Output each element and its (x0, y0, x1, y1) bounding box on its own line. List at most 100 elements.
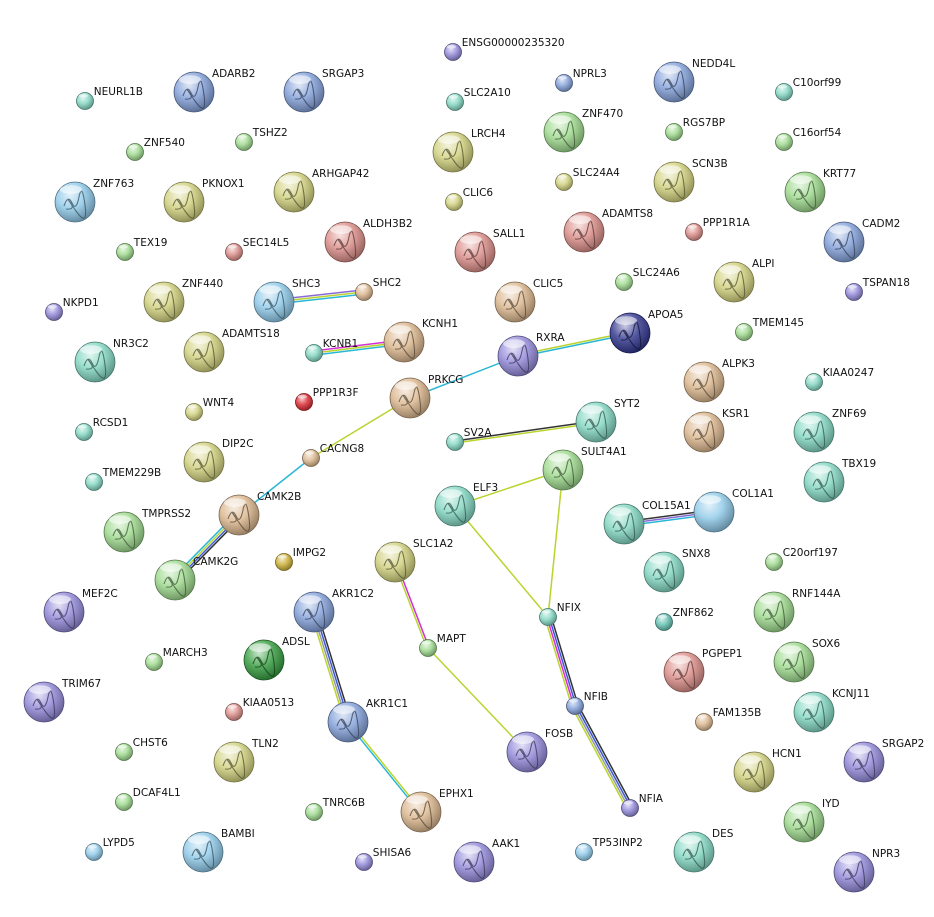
node-ZNF763[interactable]: ZNF763 (54, 178, 134, 223)
node-SCN3B[interactable]: SCN3B (653, 158, 728, 203)
node-SLC1A2[interactable]: SLC1A2 (374, 538, 453, 583)
node-PPP1R1A[interactable]: PPP1R1A (685, 217, 751, 241)
node-CADM2[interactable]: CADM2 (823, 218, 900, 263)
node-ZNF540[interactable]: ZNF540 (126, 137, 185, 161)
node-TBX19[interactable]: TBX19 (803, 458, 876, 503)
node-COL15A1[interactable]: COL15A1 (603, 500, 691, 545)
node-KIAA0513[interactable]: KIAA0513 (225, 697, 295, 721)
node-ADAMTS18[interactable]: ADAMTS18 (183, 328, 280, 373)
node-TMPRSS2[interactable]: TMPRSS2 (103, 508, 191, 553)
node-ALPK3[interactable]: ALPK3 (683, 358, 755, 403)
node-SLC2A10[interactable]: SLC2A10 (446, 87, 511, 111)
node-SNX8[interactable]: SNX8 (643, 548, 710, 593)
node-HCN1[interactable]: HCN1 (733, 748, 802, 793)
node-CACNG8[interactable]: CACNG8 (302, 443, 365, 467)
node-ZNF470[interactable]: ZNF470 (543, 108, 623, 153)
node-ADAMTS8[interactable]: ADAMTS8 (563, 208, 653, 253)
node-IMPG2[interactable]: IMPG2 (275, 547, 327, 571)
node-LYPD5[interactable]: LYPD5 (85, 837, 135, 861)
node-TEX19[interactable]: TEX19 (116, 237, 168, 261)
node-RNF144A[interactable]: RNF144A (753, 588, 841, 633)
node-RGS7BP[interactable]: RGS7BP (665, 117, 726, 141)
node-CAMK2B[interactable]: CAMK2B (218, 491, 301, 536)
node-KSR1[interactable]: KSR1 (683, 408, 750, 453)
node-COL1A1[interactable]: COL1A1 (693, 488, 774, 533)
node-FOSB[interactable]: FOSB (506, 728, 573, 773)
node-SHC3[interactable]: SHC3 (253, 278, 321, 323)
node-SOX6[interactable]: SOX6 (773, 638, 840, 683)
node-ADARB2[interactable]: ADARB2 (173, 68, 255, 113)
node-NFIB[interactable]: NFIB (566, 691, 609, 715)
node-CHST6[interactable]: CHST6 (115, 737, 169, 761)
node-TSPAN18[interactable]: TSPAN18 (845, 277, 910, 301)
node-BAMBI[interactable]: BAMBI (182, 828, 255, 873)
node-MEF2C[interactable]: MEF2C (43, 588, 118, 633)
node-FAM135B[interactable]: FAM135B (695, 707, 762, 731)
node-NFIA[interactable]: NFIA (621, 793, 664, 817)
node-NPR3[interactable]: NPR3 (833, 848, 900, 893)
node-TRIM67[interactable]: TRIM67 (23, 678, 101, 723)
node-ELF3[interactable]: ELF3 (434, 482, 498, 527)
node-TNRC6B[interactable]: TNRC6B (305, 797, 366, 821)
node-IYD[interactable]: IYD (783, 798, 840, 843)
node-SHC2[interactable]: SHC2 (355, 277, 402, 301)
node-TSHZ2[interactable]: TSHZ2 (235, 127, 288, 151)
node-SALL1[interactable]: SALL1 (454, 228, 525, 273)
node-KIAA0247[interactable]: KIAA0247 (805, 367, 875, 391)
node-C16orf54[interactable]: C16orf54 (775, 127, 842, 151)
node-PGPEP1[interactable]: PGPEP1 (663, 648, 742, 693)
node-SULT4A1[interactable]: SULT4A1 (542, 446, 627, 491)
node-TMEM145[interactable]: TMEM145 (735, 317, 805, 341)
node-DES[interactable]: DES (673, 828, 734, 873)
node-NPRL3[interactable]: NPRL3 (555, 68, 607, 92)
node-KCNJ11[interactable]: KCNJ11 (793, 688, 870, 733)
node-ALPI[interactable]: ALPI (713, 258, 774, 303)
node-TP53INP2[interactable]: TP53INP2 (575, 837, 643, 861)
node-MARCH3[interactable]: MARCH3 (145, 647, 208, 671)
node-ADSL[interactable]: ADSL (243, 636, 310, 681)
node-MAPT[interactable]: MAPT (419, 633, 467, 657)
node-PPP1R3F[interactable]: PPP1R3F (295, 387, 359, 411)
node-NR3C2[interactable]: NR3C2 (74, 338, 149, 383)
node-AKR1C2[interactable]: AKR1C2 (293, 588, 374, 633)
node-LRCH4[interactable]: LRCH4 (432, 128, 506, 173)
node-WNT4[interactable]: WNT4 (185, 397, 235, 421)
node-SYT2[interactable]: SYT2 (575, 398, 640, 443)
node-SLC24A4[interactable]: SLC24A4 (555, 167, 621, 191)
node-DCAF4L1[interactable]: DCAF4L1 (115, 787, 181, 811)
node-AKR1C1[interactable]: AKR1C1 (327, 698, 408, 743)
node-DIP2C[interactable]: DIP2C (183, 438, 254, 483)
node-CLIC5[interactable]: CLIC5 (494, 278, 563, 323)
node-CLIC6[interactable]: CLIC6 (445, 187, 494, 211)
node-KCNH1[interactable]: KCNH1 (383, 318, 458, 363)
node-CAMK2G[interactable]: CAMK2G (154, 556, 238, 601)
node-SRGAP3[interactable]: SRGAP3 (283, 68, 364, 113)
node-ENSG00000235320[interactable]: ENSG00000235320 (444, 37, 565, 61)
node-KCNB1[interactable]: KCNB1 (305, 338, 359, 362)
node-C20orf197[interactable]: C20orf197 (765, 547, 838, 571)
node-NKPD1[interactable]: NKPD1 (45, 297, 99, 321)
node-EPHX1[interactable]: EPHX1 (400, 788, 474, 833)
node-ARHGAP42[interactable]: ARHGAP42 (273, 168, 369, 213)
node-AAK1[interactable]: AAK1 (453, 838, 520, 883)
node-ZNF69[interactable]: ZNF69 (793, 408, 866, 453)
node-C10orf99[interactable]: C10orf99 (775, 77, 842, 101)
node-ZNF440[interactable]: ZNF440 (143, 278, 223, 323)
node-SHISA6[interactable]: SHISA6 (355, 847, 412, 871)
node-NEURL1B[interactable]: NEURL1B (76, 86, 144, 110)
node-ALDH3B2[interactable]: ALDH3B2 (324, 218, 413, 263)
node-RXRA[interactable]: RXRA (497, 332, 565, 377)
node-PKNOX1[interactable]: PKNOX1 (163, 178, 245, 223)
node-RCSD1[interactable]: RCSD1 (75, 417, 129, 441)
node-ZNF862[interactable]: ZNF862 (655, 607, 714, 631)
node-PRKCG[interactable]: PRKCG (389, 374, 463, 419)
node-SEC14L5[interactable]: SEC14L5 (225, 237, 290, 261)
node-SV2A[interactable]: SV2A (446, 427, 493, 451)
node-SRGAP2[interactable]: SRGAP2 (843, 738, 924, 783)
node-APOA5[interactable]: APOA5 (609, 309, 683, 354)
node-SLC24A6[interactable]: SLC24A6 (615, 267, 681, 291)
node-KRT77[interactable]: KRT77 (784, 168, 856, 213)
node-TLN2[interactable]: TLN2 (213, 738, 279, 783)
node-TMEM229B[interactable]: TMEM229B (85, 467, 162, 491)
node-NEDD4L[interactable]: NEDD4L (653, 58, 735, 103)
